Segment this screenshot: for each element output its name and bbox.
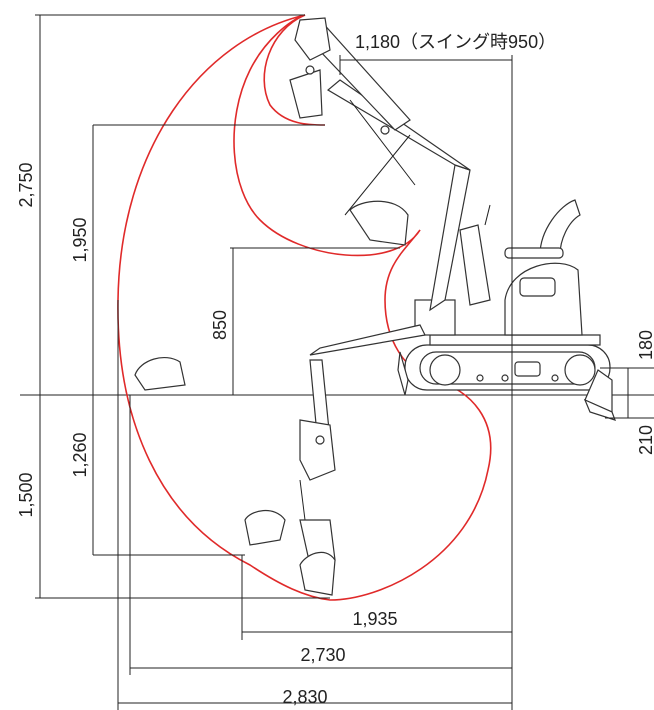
pivot-pin-1 <box>305 65 315 75</box>
sprocket-wheel <box>564 354 596 386</box>
cover-window <box>519 277 556 297</box>
pivot-pin-2 <box>380 125 390 135</box>
control-tower <box>459 224 491 306</box>
bucket-top <box>294 17 331 61</box>
engine-cover <box>504 262 583 336</box>
front-blade-guard <box>397 351 409 396</box>
dim-reach-depth: 1,935 <box>352 609 397 629</box>
dim-vertical-wall: 1,260 <box>70 432 90 477</box>
dim-blade-up: 180 <box>636 330 654 360</box>
arm-lowered-cylinder <box>299 479 306 521</box>
bucket-reach-depth <box>244 510 286 546</box>
swing-frame <box>429 334 601 346</box>
arm-lowered-lower <box>299 419 336 481</box>
dim-blade-down: 210 <box>636 425 654 455</box>
dim-reach-max: 2,830 <box>282 687 327 707</box>
dim-dig-depth: 1,500 <box>16 472 36 517</box>
arm-cylinder <box>349 99 416 186</box>
working-range-envelope <box>117 14 492 601</box>
dim-height-total: 2,750 <box>16 162 36 207</box>
roller-3 <box>551 374 559 382</box>
boom-raised <box>289 17 471 312</box>
control-lever <box>484 204 491 226</box>
dim-swing-radius: 1,180（スイング時950） <box>355 32 556 52</box>
idler-wheel <box>429 354 461 386</box>
seat-back <box>539 199 581 256</box>
pivot-pin-3 <box>315 435 325 445</box>
bucket-mid <box>289 69 323 119</box>
bucket-deep <box>299 551 336 596</box>
track-frame-plate <box>514 361 541 377</box>
dim-reach-ground: 2,730 <box>300 645 345 665</box>
dozer-blade-down <box>583 398 616 421</box>
bucket-ground-reach <box>134 357 186 391</box>
inner-envelope <box>263 14 326 126</box>
boom-lowered-main <box>309 324 426 356</box>
roller-1 <box>476 374 484 382</box>
boom-lowered <box>134 324 426 596</box>
excavator-body <box>397 199 616 421</box>
roller-2 <box>501 374 509 382</box>
dim-reach-height: 1,950 <box>70 217 90 262</box>
arm-link <box>344 134 411 216</box>
dim-dump-height: 850 <box>210 310 230 340</box>
bucket-curl <box>349 200 409 246</box>
seat-cushion <box>504 247 564 259</box>
